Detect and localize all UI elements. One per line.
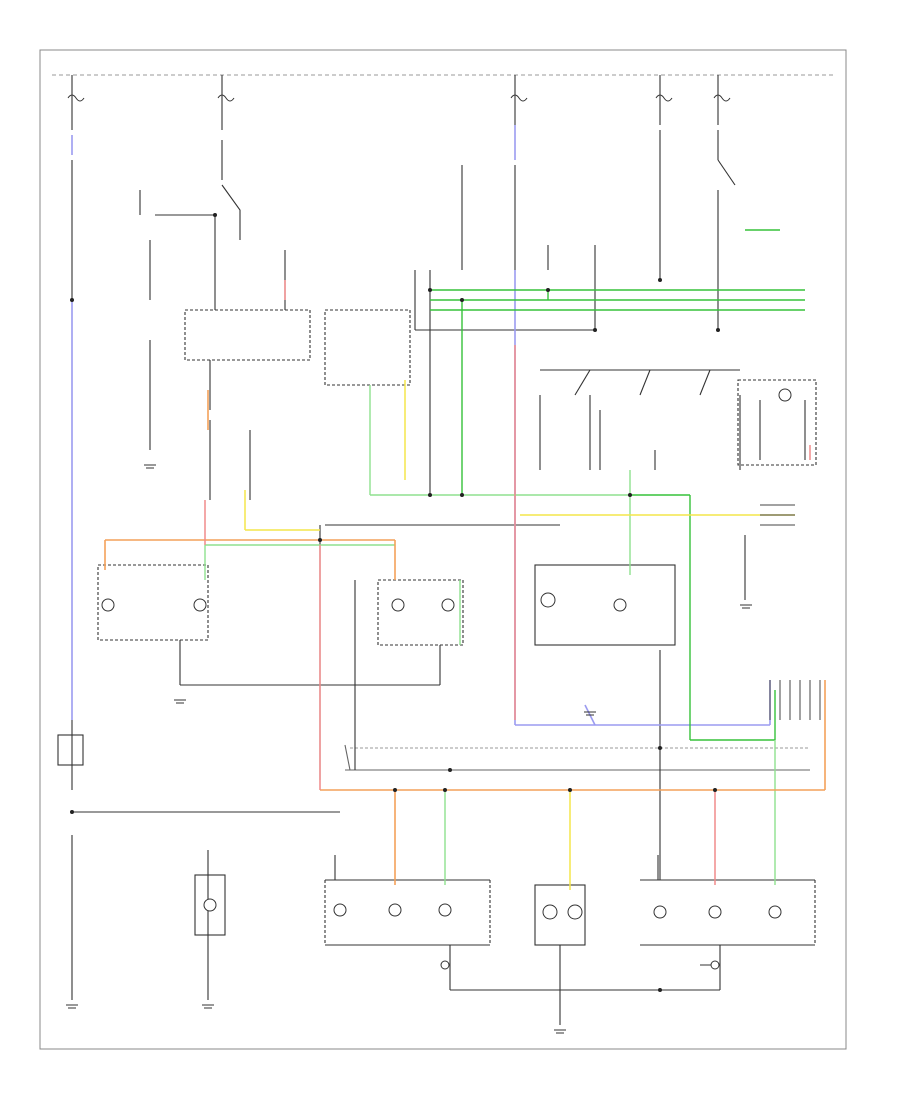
fuse-symbols <box>67 94 731 102</box>
orange-wires <box>104 390 826 885</box>
green-wires <box>430 229 805 741</box>
junction-dots <box>70 213 720 992</box>
black-wires <box>57 75 817 1025</box>
ground-symbols <box>66 464 752 1034</box>
diagram-border <box>39 49 847 1050</box>
connector-stubs <box>760 504 821 720</box>
light-green-wires <box>204 385 776 885</box>
red-wires <box>204 280 811 885</box>
lamp-symbols <box>101 388 792 970</box>
yellow-wires <box>244 380 795 890</box>
